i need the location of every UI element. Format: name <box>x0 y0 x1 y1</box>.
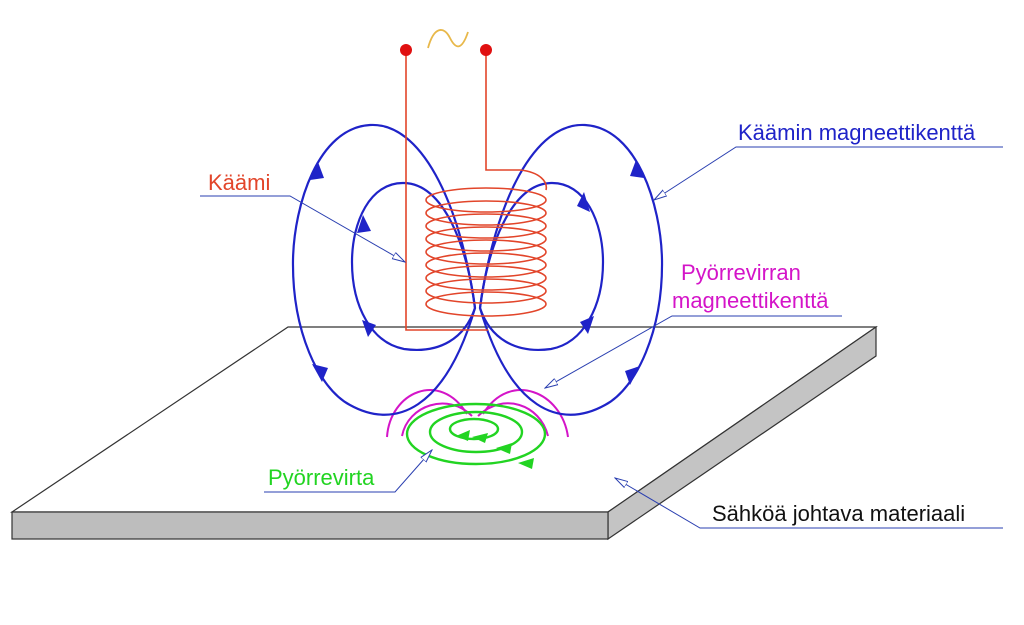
arrowhead-icon <box>625 366 640 385</box>
label-coil-field: Käämin magneettikenttä <box>738 120 976 145</box>
eddy-field-arc-outer-left <box>386 389 468 438</box>
coil-turn-4 <box>425 226 547 252</box>
leader-material <box>615 478 1003 529</box>
field-loop-left-outer <box>291 123 477 416</box>
arrowhead-icon <box>580 316 594 334</box>
field-loop-left-inner <box>350 181 477 351</box>
coil-turn-7 <box>425 265 547 291</box>
eddy-current-arrows <box>456 430 534 469</box>
coil-turn-1 <box>425 187 547 213</box>
eddy-loop-outer <box>405 402 547 466</box>
coil-turn-3 <box>425 213 547 239</box>
arrowhead-icon <box>310 162 324 180</box>
coil-turn-8 <box>425 278 547 304</box>
eddy-loop-inner <box>448 417 500 441</box>
eddy-loop-middle <box>428 410 524 454</box>
arrowhead-icon <box>312 364 328 382</box>
coil-turn-5 <box>425 239 547 265</box>
coil-lead-left <box>405 52 488 331</box>
leader-eddy-field <box>545 315 842 388</box>
label-coil: Käämi <box>208 170 270 195</box>
coil-field-arrows <box>310 160 644 385</box>
plate-front-face <box>11 511 609 540</box>
label-material: Sähköä johtava materiaali <box>712 501 965 526</box>
eddy-field-arc-outer-right <box>482 389 569 438</box>
arrowhead-icon <box>518 458 534 469</box>
label-eddy-field-line1: Pyörrevirran <box>681 260 801 285</box>
coil-turn-6 <box>425 252 547 278</box>
eddy-field-lines <box>386 389 569 438</box>
eddy-field-arc-inner-left <box>401 402 473 437</box>
arrowhead-icon <box>472 433 488 443</box>
leader-eddy-current <box>264 450 432 493</box>
label-eddy-field-line2: magneettikenttä <box>672 288 829 313</box>
arrowhead-icon <box>357 215 371 233</box>
arrowhead-icon <box>456 430 470 441</box>
eddy-current-loops <box>405 402 547 466</box>
terminal-left <box>400 44 412 56</box>
terminals <box>400 44 492 56</box>
arrowhead-icon <box>577 192 590 212</box>
arrowhead-icon <box>496 443 512 454</box>
leader-coil <box>200 195 405 262</box>
conductive-plate <box>10 325 878 541</box>
sine-wave-icon <box>427 29 469 49</box>
arrowhead-icon <box>362 320 376 337</box>
coil <box>405 52 548 331</box>
arrowhead-icon <box>630 160 644 178</box>
leader-lines <box>200 146 1003 529</box>
label-eddy-current: Pyörrevirta <box>268 465 375 490</box>
terminal-right <box>480 44 492 56</box>
coil-turn-2 <box>425 200 547 226</box>
leader-coil-field <box>654 146 1003 200</box>
coil-turn-9 <box>425 291 547 317</box>
coil-lead-right <box>485 52 548 191</box>
field-loop-right-outer <box>478 123 664 416</box>
